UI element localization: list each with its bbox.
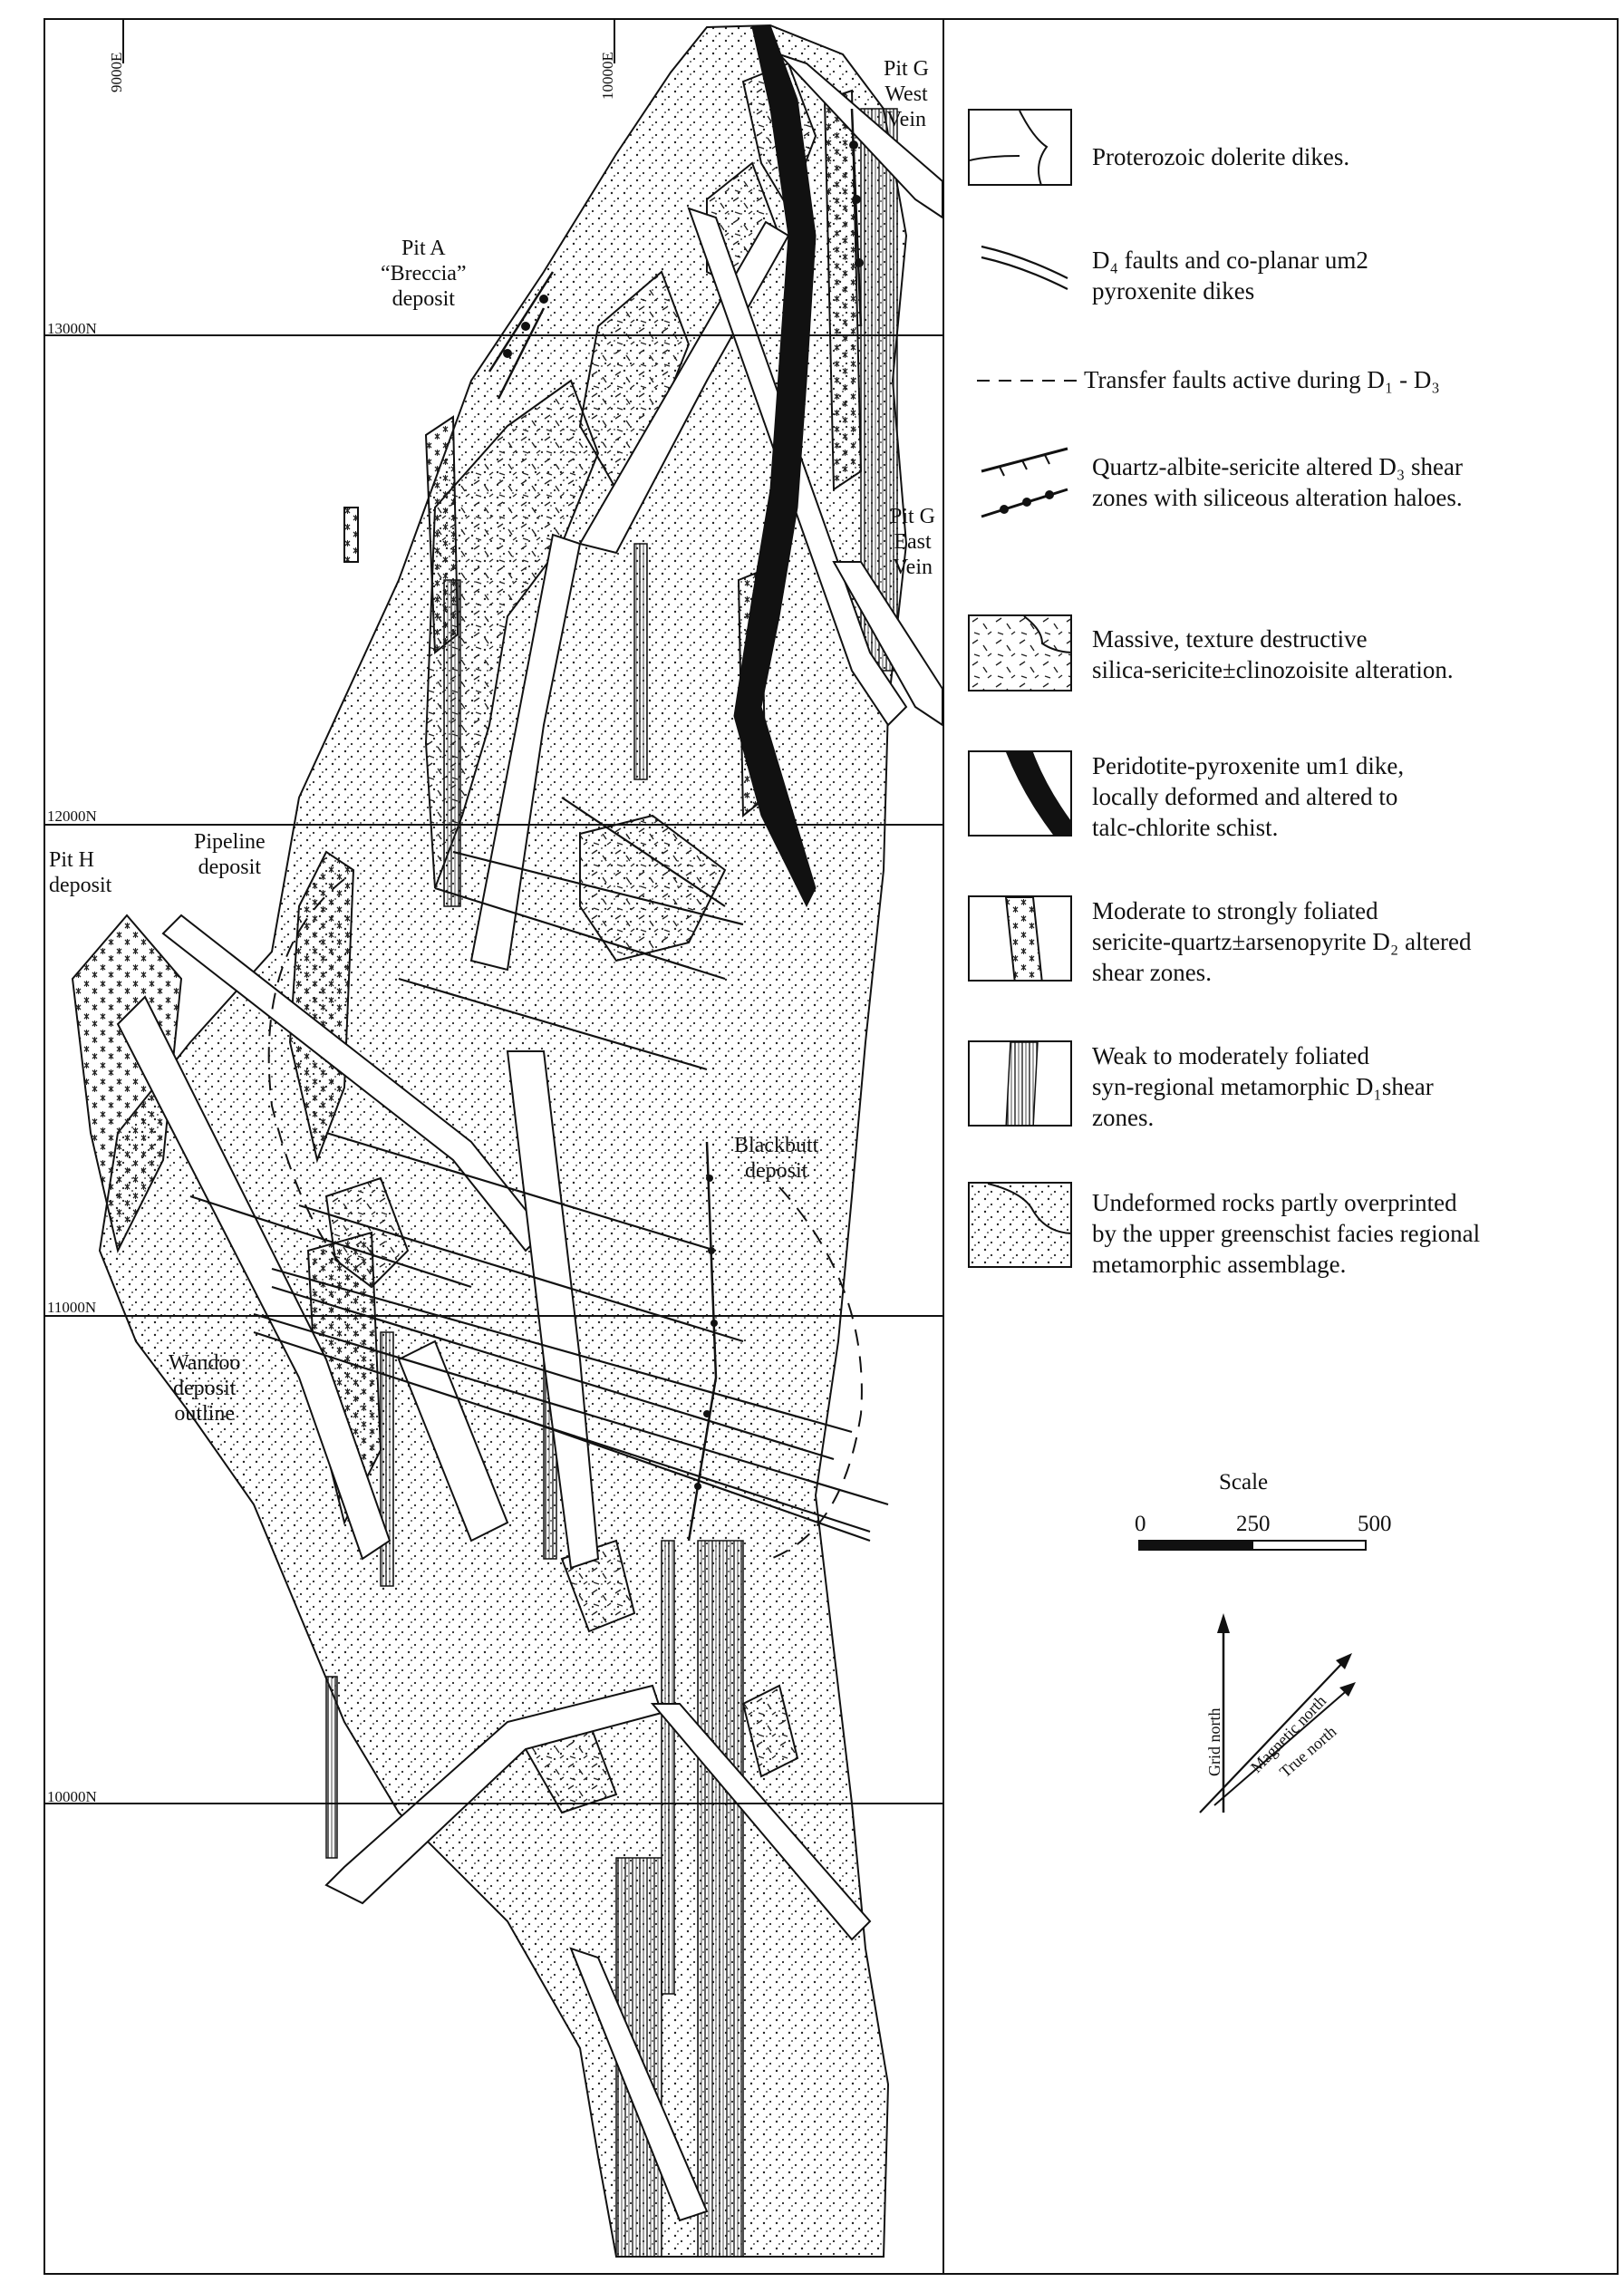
silica-sericite-icon (968, 614, 1072, 691)
silica-alteration-patch (424, 379, 600, 889)
d4-fault (189, 1194, 472, 1289)
transfer-faults-icon (977, 380, 1077, 382)
northing-label: 13000N (47, 320, 97, 337)
north-arrow-diagram (1199, 1613, 1356, 1813)
d4-fault (325, 1131, 717, 1252)
d4-fault (434, 886, 726, 981)
map-frame (44, 18, 1619, 2275)
d2-shear-zone (71, 914, 183, 1253)
northing-label: 12000N (47, 808, 97, 825)
d2-shear-zone (288, 850, 355, 1164)
d1-shear-zone (661, 1540, 675, 1995)
d2-shear-zone (343, 507, 359, 563)
dolerite-dike (324, 1684, 663, 1905)
scale-tick-label: 250 (1236, 1512, 1271, 1536)
d1-shear-zone (443, 579, 461, 907)
d1-shear-zone (325, 1676, 338, 1859)
d4-fault (253, 1312, 889, 1506)
scale-title: Scale (1219, 1470, 1269, 1494)
d4-fault (452, 850, 744, 926)
legend-text: Peridotite-pyroxenite um1 dike,locally d… (1092, 752, 1405, 841)
northing-label: 10000N (47, 1788, 97, 1805)
d4-fault (507, 1412, 871, 1543)
dolerite-dikes-icon (968, 109, 1072, 186)
d1-shear-zone (633, 543, 648, 780)
d3-shear-zone (488, 271, 555, 372)
d3-shear-zones-icon (981, 447, 1068, 518)
d1-shear-zone (697, 1540, 744, 2258)
dolerite-dike (397, 1339, 509, 1543)
wandoo-deposit-outline (267, 878, 345, 1270)
grid-north-label: Grid north (1205, 1707, 1223, 1777)
dolerite-dike (569, 1947, 709, 2222)
d4-fault (271, 1267, 853, 1434)
dolerite-dike (832, 561, 943, 727)
legend-text: Transfer faults active during D₁ - D₃ (1084, 366, 1440, 393)
d4-fault (561, 797, 726, 907)
easting-label: 9000E (108, 52, 125, 92)
d1-shear-zone (380, 1331, 394, 1587)
dolerite-dike (116, 995, 392, 1561)
scale-bar (1138, 1540, 1367, 1551)
d4-faults-icon (981, 245, 1068, 290)
scale-tick-label: 0 (1135, 1512, 1146, 1536)
um1-dike-icon (968, 750, 1072, 837)
label-pit-a-breccia: Pit A“Breccia”deposit (381, 237, 467, 311)
silica-alteration-patch (741, 1684, 799, 1778)
northing-label: 11000N (47, 1299, 97, 1316)
d2-shear-zones-icon (968, 895, 1072, 982)
silica-alteration-patch (579, 814, 727, 962)
dolerite-dike (650, 1703, 872, 1941)
dolerite-dike (778, 53, 943, 219)
dolerite-dike (506, 1050, 600, 1570)
magnetic-north-arrow (1199, 1658, 1348, 1813)
legend-divider (942, 18, 944, 2275)
scale-tick-label: 500 (1358, 1512, 1392, 1536)
blackbutt-deposit-outline (769, 1186, 863, 1560)
undeformed-rocks-icon (968, 1182, 1072, 1268)
legend-text: Proterozoic dolerite dikes. (1092, 143, 1350, 170)
true-north-arrow (1213, 1687, 1351, 1806)
d1-shear-zones-icon (968, 1040, 1072, 1127)
d4-fault (398, 977, 708, 1071)
easting-label: 10000E (599, 52, 616, 100)
d3-shear-zone (497, 307, 546, 400)
um1-dike (733, 24, 817, 908)
d4-fault (298, 1204, 744, 1343)
